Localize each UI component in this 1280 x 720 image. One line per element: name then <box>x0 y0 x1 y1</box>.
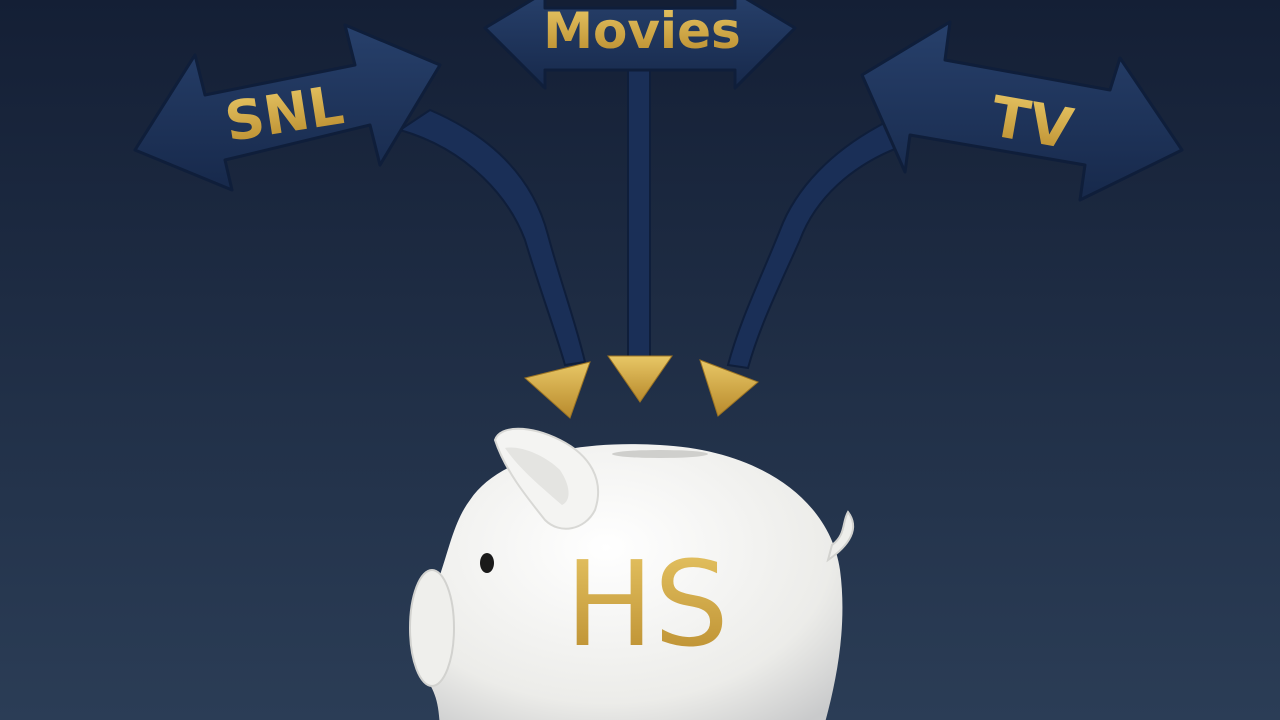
coin-slot <box>612 450 708 458</box>
tv-stem <box>726 118 907 370</box>
tv-arrowhead <box>699 359 759 417</box>
snl-stem <box>397 108 587 367</box>
piggy-body <box>413 444 843 720</box>
tv-label: TV <box>986 84 1078 162</box>
tv-arrow: TV <box>860 20 1184 202</box>
movies-arrowhead <box>607 355 673 403</box>
snl-arrowhead <box>523 361 591 419</box>
piggy-bank: HS <box>409 427 855 720</box>
piggy-label: HS <box>565 535 729 673</box>
piggy-ear-inner <box>505 447 569 505</box>
movies-arrow: Movies <box>483 0 797 90</box>
movies-stem <box>627 69 651 361</box>
piggy-snout <box>409 569 455 687</box>
piggy-tail <box>826 510 855 563</box>
movies-label: Movies <box>543 2 741 60</box>
piggy-eye <box>480 553 494 573</box>
